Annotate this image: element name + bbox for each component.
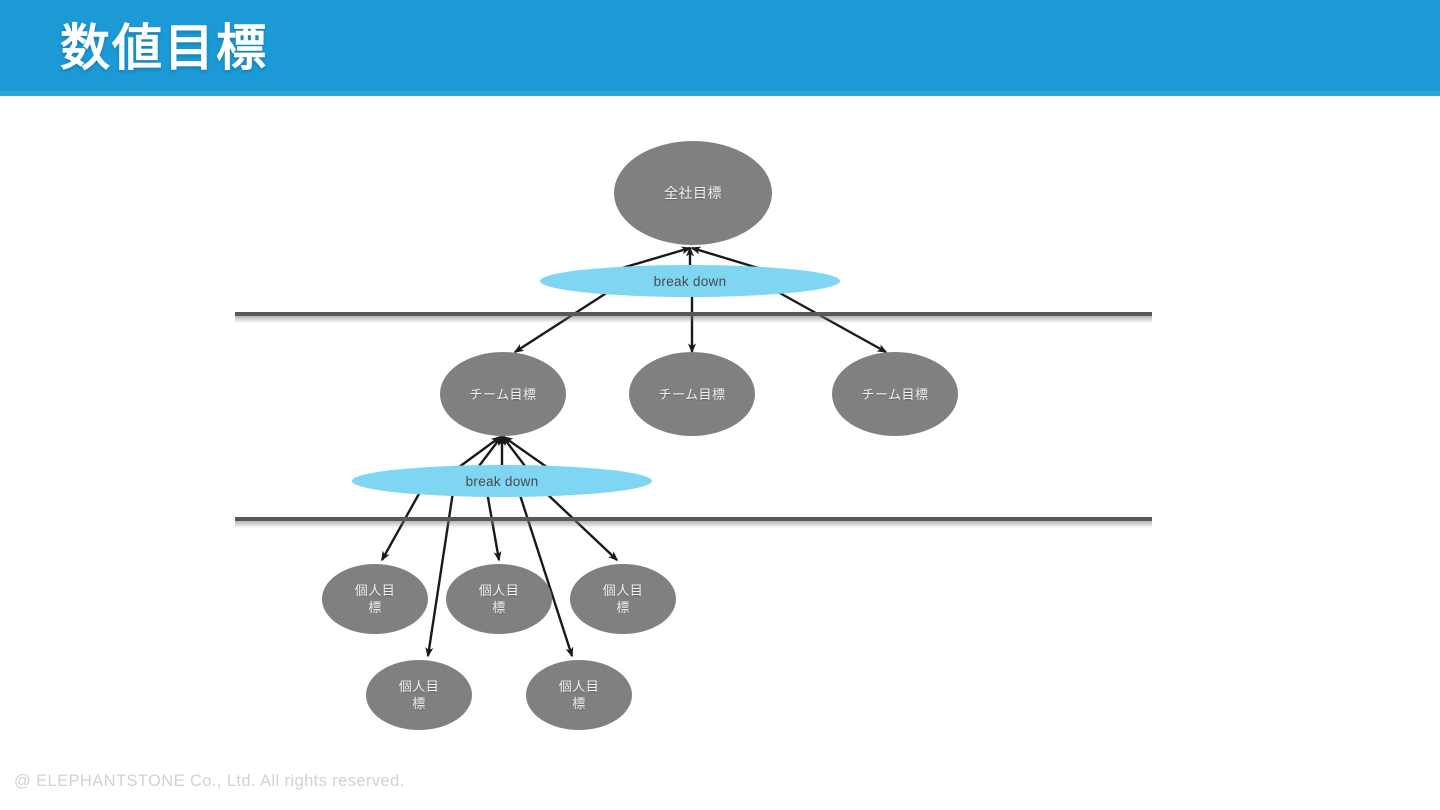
node-label: break down [465, 473, 539, 489]
node-label: チーム目標 [861, 386, 929, 402]
node-label: 個人目標 [478, 583, 520, 615]
edge-break2-to-team1 [475, 435, 502, 471]
edge-break2-to-team1 [502, 436, 552, 471]
node-label: 個人目標 [558, 679, 600, 711]
node-label: 個人目標 [602, 583, 644, 615]
node-person5: 個人目標 [526, 660, 632, 730]
node-break2: break down [352, 465, 652, 497]
header-accent-stripe [0, 91, 1440, 96]
divider-team-person [235, 517, 1152, 528]
page-title: 数値目標 [60, 20, 268, 76]
goal-breakdown-diagram: 全社目標 break down チーム目標 チーム目標 チーム目標 break down 個… [0, 96, 1440, 756]
edge-break2-to-team1 [454, 436, 502, 471]
node-person3: 個人目標 [570, 564, 676, 634]
node-person4: 個人目標 [366, 660, 472, 730]
node-team3: チーム目標 [832, 352, 958, 436]
slide-header: 数値目標 [0, 0, 1440, 96]
node-label: break down [653, 273, 727, 289]
node-label: チーム目標 [658, 386, 726, 402]
footer-copyright: @ ELEPHANTSTONE Co., Ltd. All rights res… [14, 772, 405, 790]
node-break1: break down [540, 265, 840, 297]
node-person2: 個人目標 [446, 564, 552, 634]
node-label: 個人目標 [354, 583, 396, 615]
node-team1: チーム目標 [440, 352, 566, 436]
node-label: 個人目標 [398, 679, 440, 711]
node-team2: チーム目標 [629, 352, 755, 436]
node-label: チーム目標 [469, 386, 537, 402]
divider-company-team [235, 312, 1152, 323]
node-company: 全社目標 [614, 141, 772, 245]
node-person1: 個人目標 [322, 564, 428, 634]
node-label: 全社目標 [664, 184, 722, 201]
